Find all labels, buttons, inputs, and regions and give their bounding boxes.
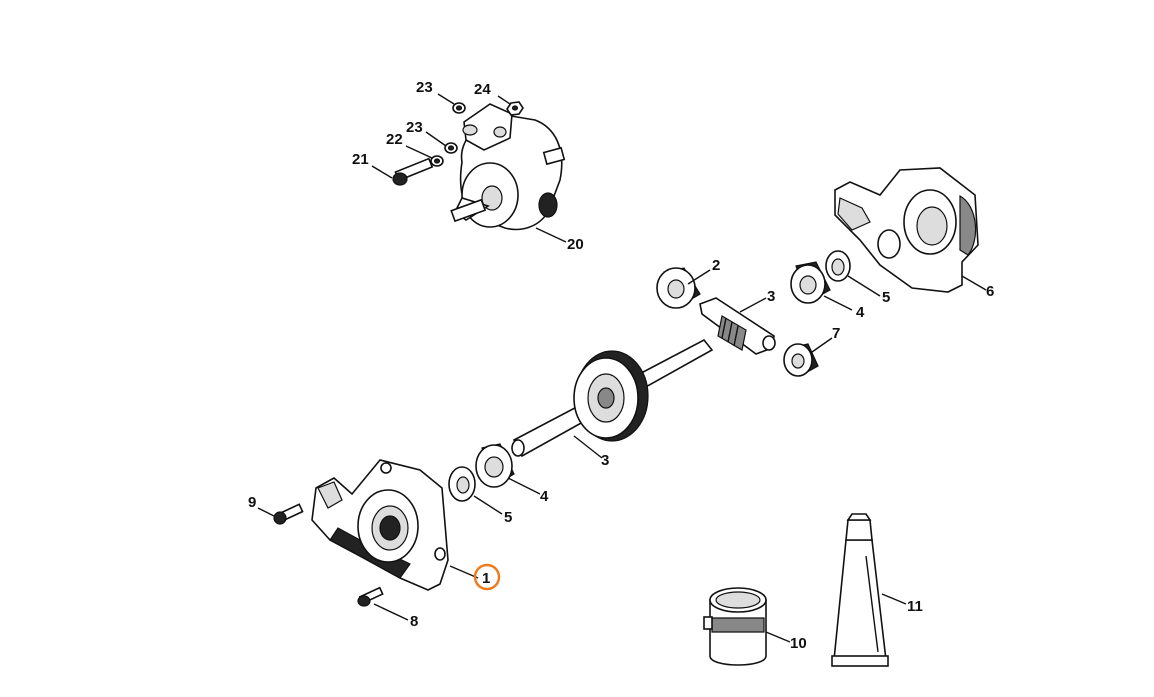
callout-4-upper[interactable]: 4 <box>856 304 865 321</box>
callout-4-lower[interactable]: 4 <box>540 488 549 505</box>
callout-9[interactable]: 9 <box>248 494 256 511</box>
callout-23-lower[interactable]: 23 <box>406 119 423 136</box>
part-7-bearing[interactable] <box>783 343 819 377</box>
part-5-seal-upper[interactable] <box>825 250 851 282</box>
callout-5-upper[interactable]: 5 <box>882 289 890 306</box>
callout-20[interactable]: 20 <box>567 236 584 253</box>
callout-7[interactable]: 7 <box>832 325 840 342</box>
callout-21[interactable]: 21 <box>352 151 369 168</box>
callout-8[interactable]: 8 <box>410 613 418 630</box>
callout-1[interactable]: 1 <box>482 570 490 587</box>
callout-1-highlight-ring <box>473 563 501 591</box>
callout-labels: 23 24 23 22 21 20 2 3 4 5 6 7 3 4 5 9 1 … <box>248 79 994 652</box>
part-6-housing-half[interactable] <box>834 167 979 293</box>
part-8-screw[interactable] <box>357 586 384 607</box>
part-3-worm-shaft[interactable] <box>699 297 776 355</box>
callout-3-upper[interactable]: 3 <box>767 288 775 305</box>
callout-11[interactable]: 11 <box>907 598 923 615</box>
part-21-screw[interactable] <box>392 157 434 186</box>
part-20-gear-housing[interactable] <box>450 103 566 231</box>
part-10-grease-jar[interactable] <box>703 587 767 666</box>
part-2-bearing[interactable] <box>656 267 701 309</box>
part-3-gear-shaft[interactable] <box>511 338 714 458</box>
callout-24[interactable]: 24 <box>474 81 491 98</box>
part-23-washer-lower[interactable] <box>444 142 458 154</box>
callout-3-lower[interactable]: 3 <box>601 452 609 469</box>
part-9-screw[interactable] <box>273 503 304 525</box>
part-24-nut[interactable] <box>506 101 524 116</box>
part-4-bearing-lower[interactable] <box>475 443 515 488</box>
part-22-washer[interactable] <box>430 155 444 167</box>
callout-2[interactable]: 2 <box>712 257 720 274</box>
leader-lines <box>257 93 987 643</box>
part-1-housing[interactable] <box>311 459 449 591</box>
callout-10[interactable]: 10 <box>790 635 807 652</box>
callout-22[interactable]: 22 <box>386 131 403 148</box>
part-5-seal-lower[interactable] <box>448 466 476 502</box>
callout-23-upper[interactable]: 23 <box>416 79 433 96</box>
part-4-bearing-upper[interactable] <box>790 261 831 304</box>
callout-6[interactable]: 6 <box>986 283 994 300</box>
part-11-grease-tube[interactable] <box>831 513 889 667</box>
callout-5-lower[interactable]: 5 <box>504 509 512 526</box>
part-23-washer-upper[interactable] <box>452 102 466 114</box>
